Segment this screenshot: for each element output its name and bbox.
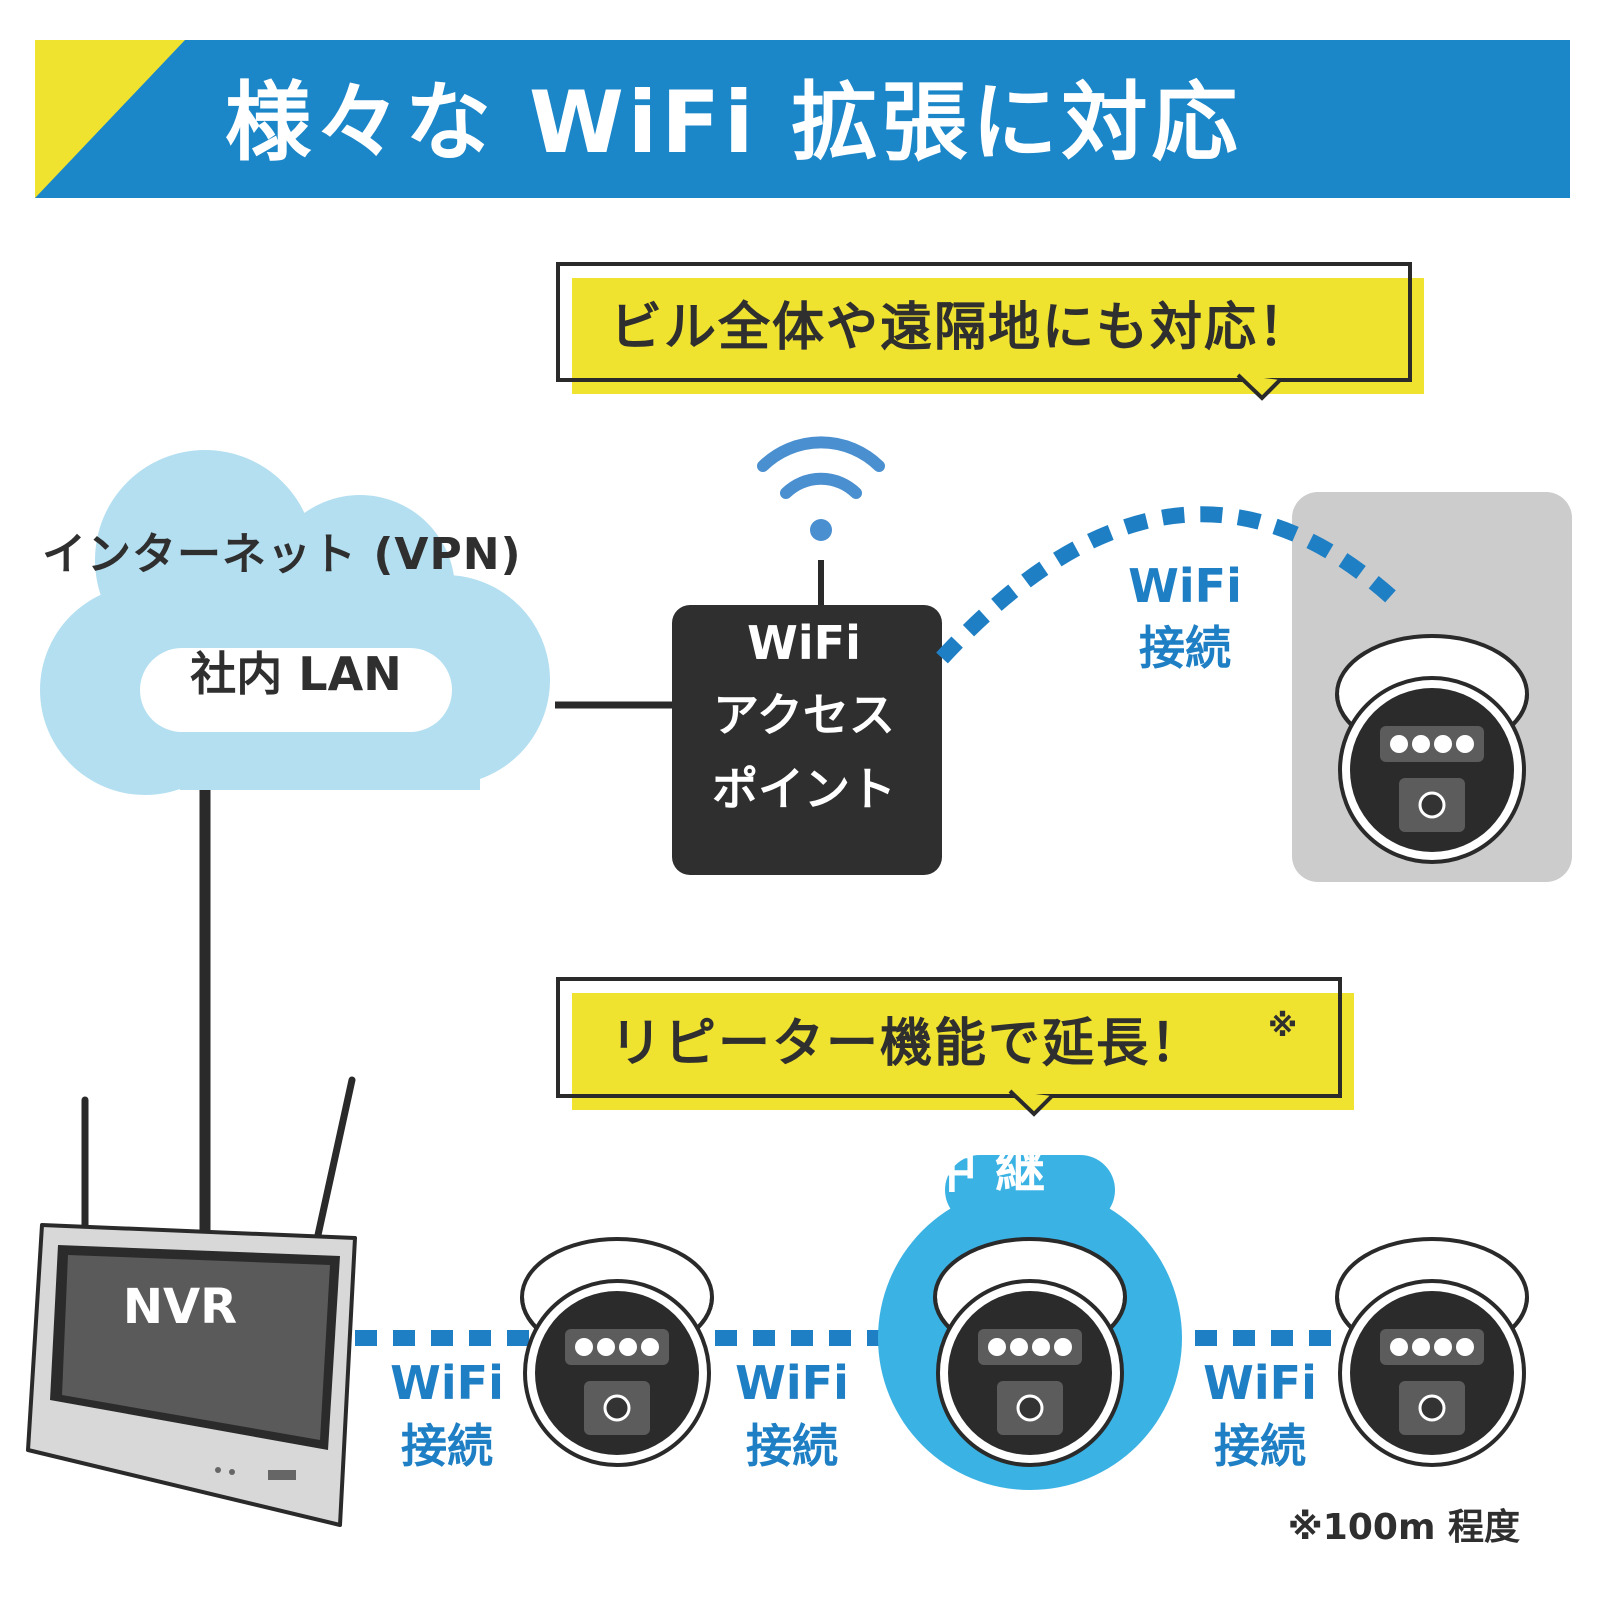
connection-label-2-line2: 接続 [746, 1419, 838, 1473]
lan-label: 社内 LAN [190, 647, 402, 701]
cloud-icon [40, 450, 550, 795]
connection-label-1-line2: 接続 [401, 1419, 493, 1473]
internet-label: インターネット (VPN) [42, 529, 522, 580]
connection-label-2-line1: WiFi [735, 1356, 849, 1410]
dome-camera-icon [1335, 634, 1529, 864]
callout-box-bottom [556, 977, 1354, 1117]
relay-label: 中継 [927, 1141, 1063, 1199]
connection-label-3-line2: 接続 [1214, 1419, 1306, 1473]
callout-note-mark: ※ [1268, 1009, 1298, 1044]
ap-label-line2: アクセス [713, 688, 895, 742]
connection-label-3-line1: WiFi [1203, 1356, 1317, 1410]
connection-label-1-line1: WiFi [390, 1356, 504, 1410]
callout-text-top: ビル全体や遠隔地にも対応！ [610, 298, 1313, 358]
dome-camera-icon [520, 1237, 714, 1467]
footnote: ※100m 程度 [1287, 1507, 1520, 1548]
nvr-monitor-icon [26, 1076, 357, 1527]
ap-label-line1: WiFi [747, 616, 861, 670]
title-banner [35, 40, 1570, 198]
callout-box-top [556, 262, 1424, 401]
connection-label-top-line1: WiFi [1128, 559, 1242, 613]
wifi-link-top [936, 506, 1406, 664]
lan-pill [140, 648, 452, 732]
ap-label-line3: ポイント [712, 762, 896, 816]
access-point-box [672, 605, 942, 875]
page-title: 様々な WiFi 拡張に対応 [225, 73, 1242, 173]
dome-camera-icon [1335, 1237, 1529, 1467]
nvr-label: NVR [122, 1279, 238, 1335]
relay-label-bg [945, 1155, 1115, 1225]
wifi-signal-icon [757, 436, 885, 541]
connection-label-top-line2: 接続 [1139, 621, 1231, 675]
callout-text-bottom: リピーター機能で延長！ [610, 1014, 1205, 1074]
dome-camera-icon [933, 1237, 1127, 1467]
